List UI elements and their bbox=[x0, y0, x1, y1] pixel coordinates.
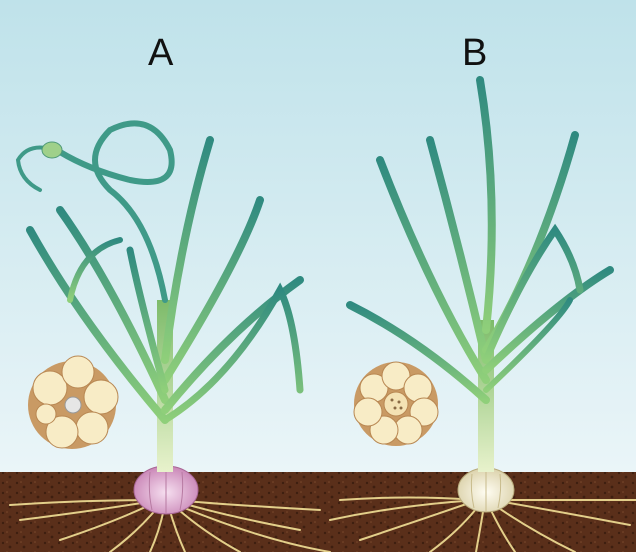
soil-ground bbox=[0, 472, 636, 552]
bulb-b bbox=[458, 468, 514, 512]
flower-bud-a bbox=[42, 142, 62, 158]
cross-section-b bbox=[354, 362, 438, 446]
panel-label-a: A bbox=[148, 34, 173, 72]
panel-label-b: B bbox=[462, 34, 487, 72]
bulb-a bbox=[134, 466, 198, 514]
